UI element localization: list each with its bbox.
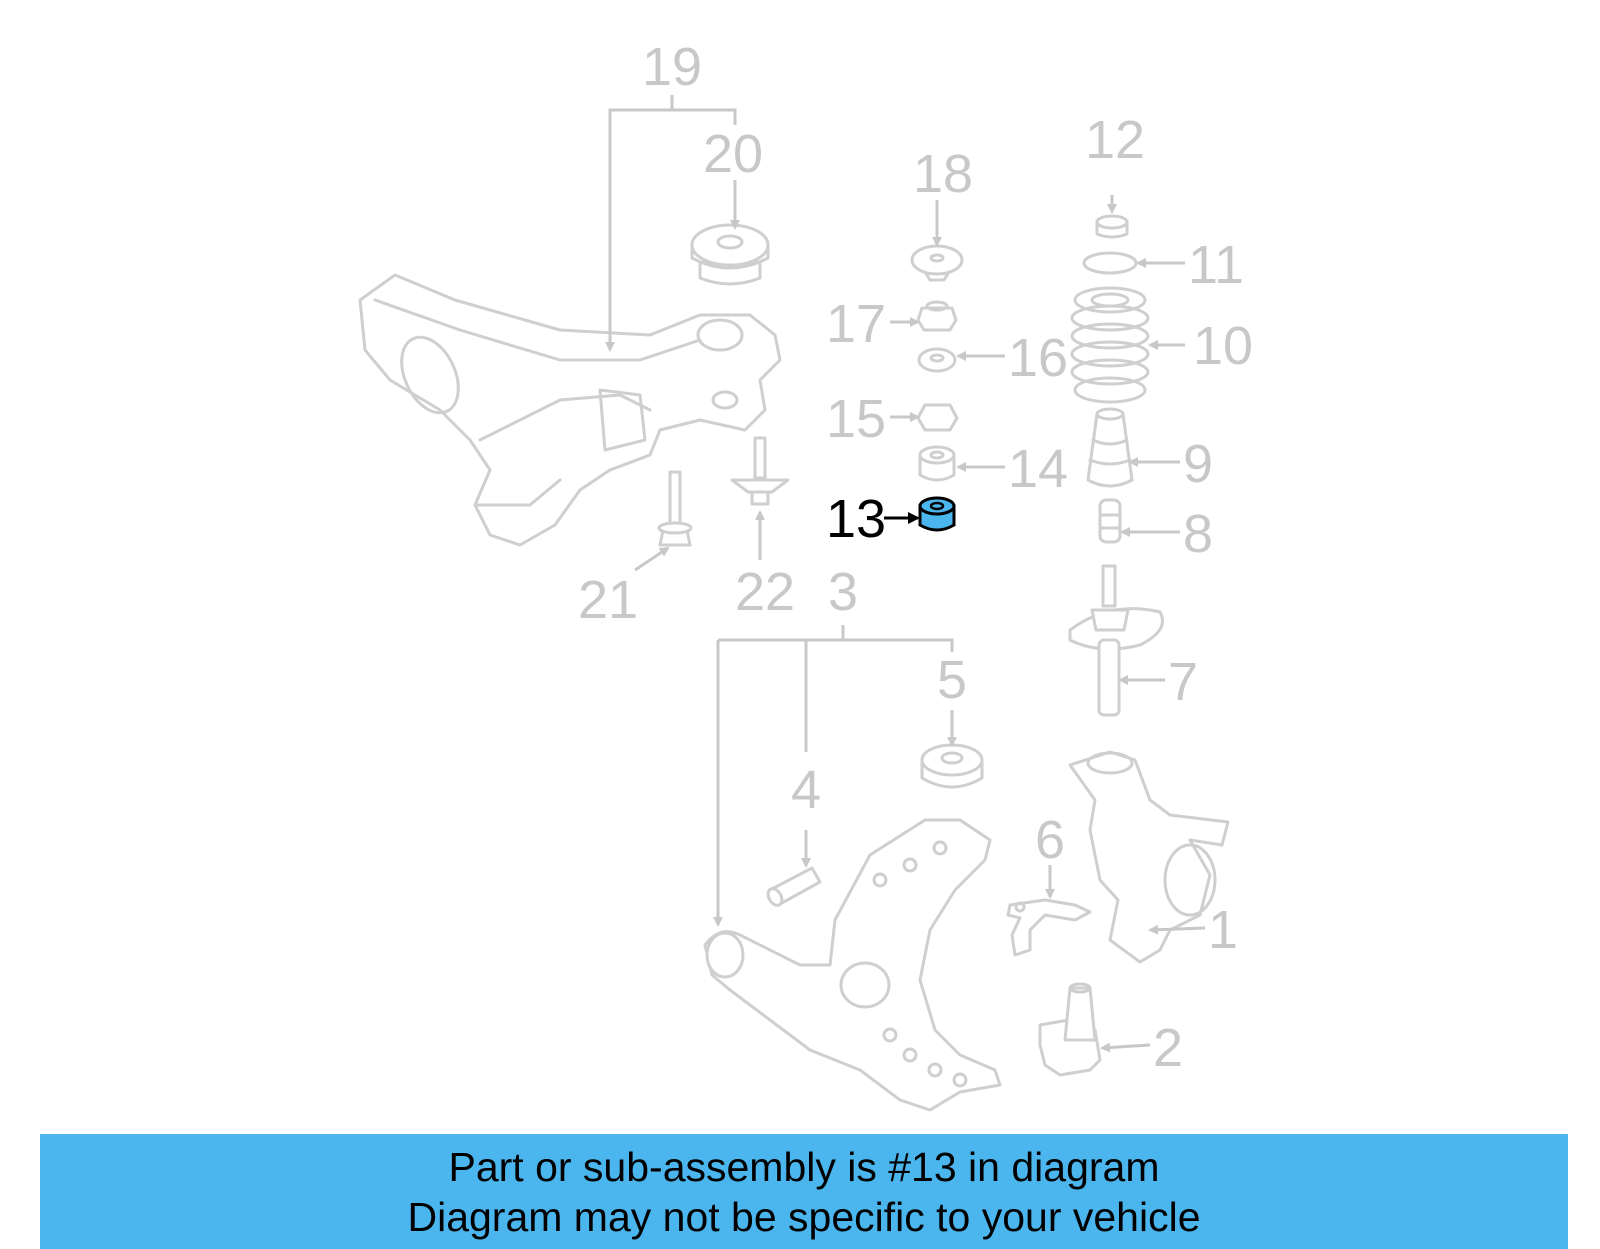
- boot-8: [1098, 498, 1122, 544]
- callout-labels: 19 20 18 12 11 17 10 16 15 9 14 13 8 21 …: [578, 37, 1253, 1078]
- ring-11: [1082, 251, 1138, 275]
- callout-14: 14: [1008, 439, 1068, 499]
- callout-10: 10: [1193, 316, 1253, 376]
- callout-12: 12: [1085, 110, 1145, 170]
- callout-7: 7: [1168, 652, 1198, 712]
- callout-13: 13: [826, 489, 886, 549]
- callout-20: 20: [703, 124, 763, 184]
- banner-part-note: Part or sub-assembly is #13 in diagram: [448, 1144, 1160, 1190]
- bushing-14: [918, 445, 956, 482]
- suspension-parts-diagram: 19 20 18 12 11 17 10 16 15 9 14 13 8 21 …: [358, 37, 1253, 1112]
- callout-18: 18: [913, 144, 973, 204]
- washer-16: [917, 347, 957, 373]
- callout-15: 15: [826, 389, 886, 449]
- callout-1: 1: [1208, 900, 1238, 960]
- callout-17: 17: [826, 294, 886, 354]
- bushing-13-highlighted: [918, 496, 956, 532]
- bolt-21: [657, 470, 693, 547]
- callout-8: 8: [1183, 504, 1213, 564]
- callout-21: 21: [578, 570, 638, 630]
- callout-2: 2: [1153, 1018, 1183, 1078]
- nut-17: [916, 300, 958, 332]
- callout-5: 5: [937, 650, 967, 710]
- bushing-5: [920, 743, 984, 789]
- washer-18: [910, 244, 964, 282]
- callout-4: 4: [791, 760, 821, 820]
- callout-3: 3: [828, 562, 858, 622]
- callout-9: 9: [1183, 434, 1213, 494]
- callout-19: 19: [642, 37, 702, 97]
- nut-15: [916, 403, 959, 432]
- bolt-22: [730, 436, 790, 506]
- knuckle-1: [1068, 750, 1230, 964]
- mount-20: [690, 223, 770, 286]
- banner-disclaimer: Diagram may not be specific to your vehi…: [407, 1194, 1201, 1240]
- ball-joint-2: [1038, 982, 1102, 1077]
- bump-stop-9: [1086, 407, 1134, 488]
- pin-4: [766, 866, 822, 907]
- callout-6: 6: [1035, 810, 1065, 870]
- tie-rod-end-6: [1006, 898, 1092, 957]
- cap-12: [1095, 214, 1129, 239]
- strut-7: [1068, 564, 1164, 717]
- lower-control-arm: [703, 818, 1002, 1112]
- callout-16: 16: [1008, 328, 1068, 388]
- info-banner: Part or sub-assembly is #13 in diagram D…: [40, 1134, 1568, 1249]
- coil-spring-10: [1070, 286, 1150, 404]
- subframe-crossmember: [358, 273, 782, 547]
- callout-11: 11: [1188, 235, 1244, 295]
- callout-22: 22: [735, 562, 795, 622]
- leader-lines: [605, 95, 1206, 1053]
